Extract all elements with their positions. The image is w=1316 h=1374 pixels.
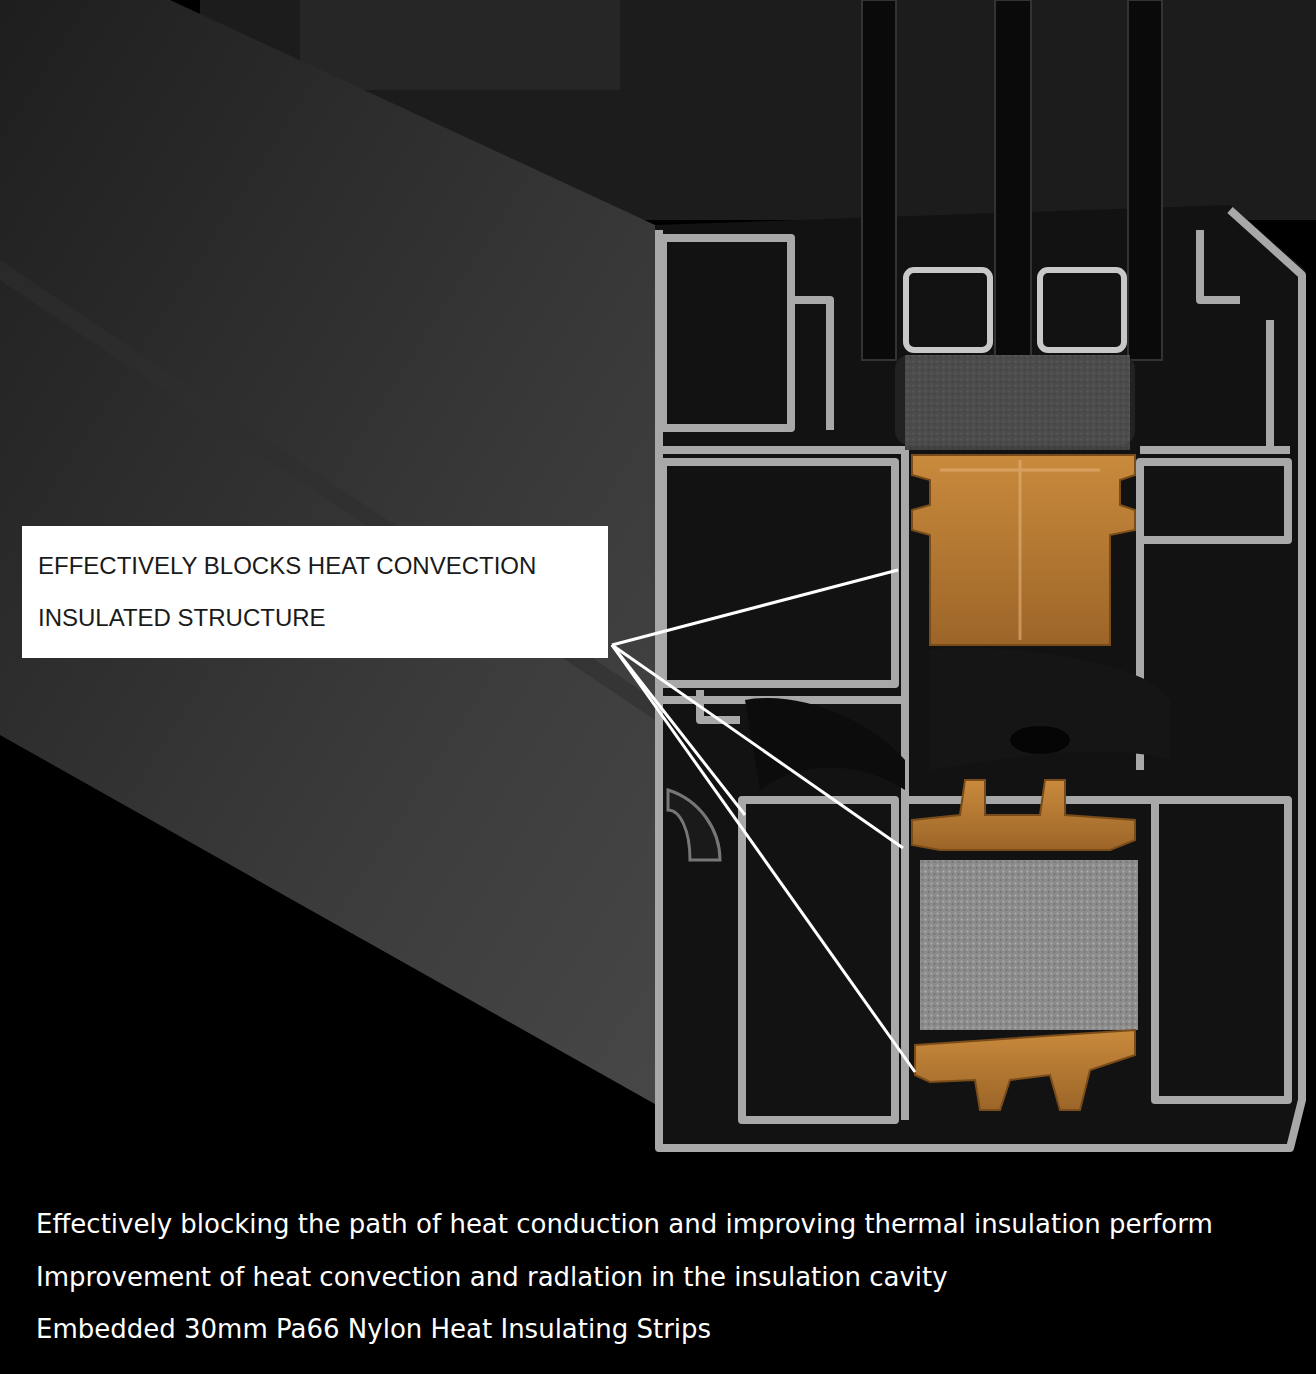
- callout-box: EFFECTIVELY BLOCKS HEAT CONVECTION INSUL…: [22, 526, 608, 658]
- feature-note: Improvement of heat convection and radla…: [36, 1261, 948, 1293]
- feature-note: Embedded 30mm Pa66 Nylon Heat Insulating…: [36, 1313, 711, 1345]
- callout-text: EFFECTIVELY BLOCKS HEAT CONVECTION INSUL…: [38, 540, 592, 644]
- feature-note: Effectively blocking the path of heat co…: [36, 1208, 1213, 1240]
